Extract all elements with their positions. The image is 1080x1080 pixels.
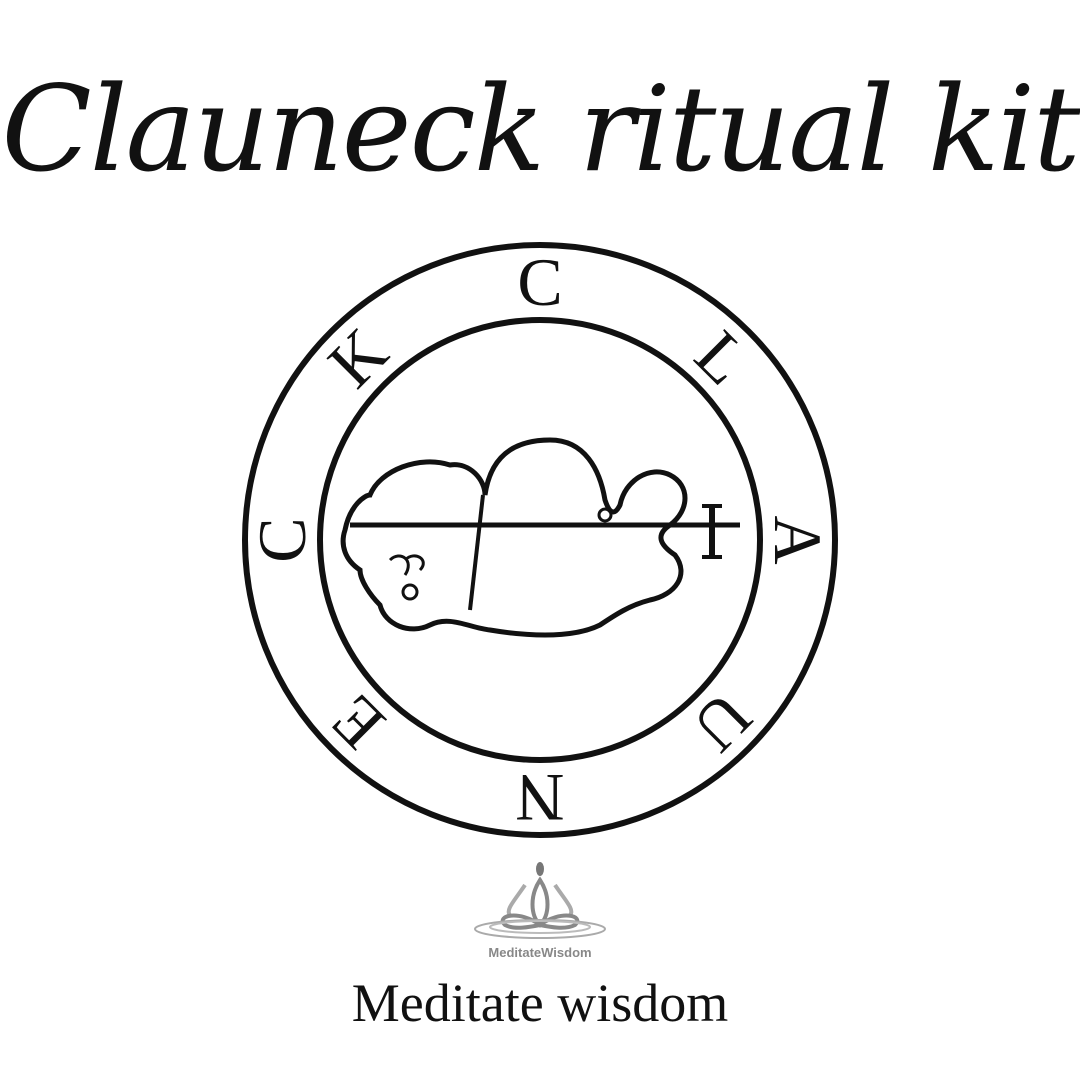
seal-letter: C	[244, 517, 320, 562]
seal-letter: E	[316, 681, 399, 764]
logo-text: MeditateWisdom	[488, 945, 592, 960]
page-title: Clauneck ritual kit	[1, 60, 1080, 198]
sigil	[340, 437, 740, 638]
seal-letter: A	[760, 515, 836, 564]
seal-letter: L	[681, 316, 764, 399]
seal-letter: K	[313, 313, 401, 401]
meditating-figure-icon	[474, 862, 606, 939]
seal-letter: C	[517, 244, 562, 320]
meditate-wisdom-logo: MeditateWisdom	[460, 855, 620, 965]
inner-ring	[317, 317, 763, 763]
seal-letter: U	[678, 678, 766, 766]
seal-letters: C L A U N E C K	[244, 244, 836, 836]
outer-ring	[242, 242, 838, 838]
seal-letter: N	[515, 760, 564, 836]
tagline: Meditate wisdom	[351, 973, 729, 1033]
